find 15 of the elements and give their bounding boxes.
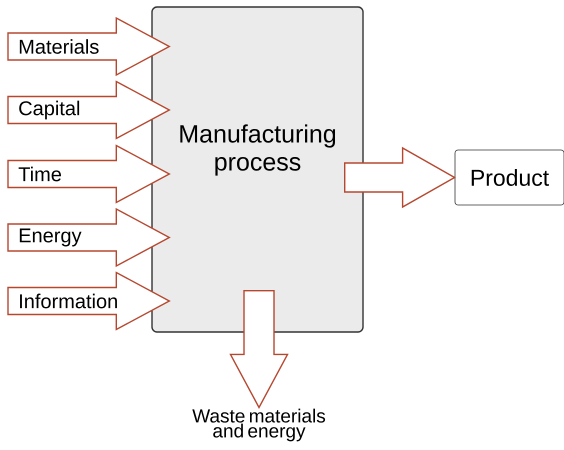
arrow-label: Energy xyxy=(20,228,82,246)
block-arrow xyxy=(229,290,289,409)
block-arrow xyxy=(7,144,171,204)
arrow-label: Time xyxy=(18,166,61,182)
arrow-label: Capital xyxy=(19,100,80,120)
process-box: Manufacturing process xyxy=(151,6,364,333)
output-label: Waste materials and energy xyxy=(192,408,326,442)
block-arrow xyxy=(7,271,171,331)
block-arrow xyxy=(7,208,171,268)
output-box: Product xyxy=(454,150,564,206)
arrow-label: Information xyxy=(20,294,117,308)
arrow-label: Materials xyxy=(20,39,99,54)
block-arrow xyxy=(344,146,456,208)
block-arrow xyxy=(7,16,171,76)
block-arrow xyxy=(7,80,171,140)
